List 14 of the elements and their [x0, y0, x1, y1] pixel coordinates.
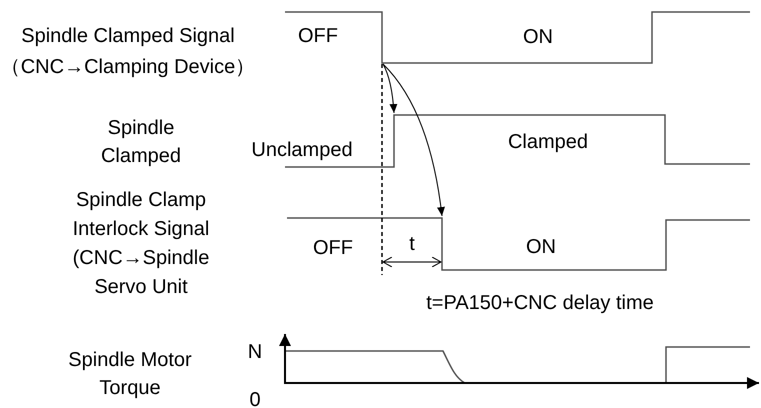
state-label: Clamped	[506, 130, 590, 155]
signal-name: Spindle Motor Torque	[67, 348, 193, 401]
state-label: Unclamped	[250, 138, 354, 163]
state-label: ON	[522, 25, 554, 50]
axis-label: N	[246, 340, 264, 365]
state-label: ON	[525, 235, 557, 260]
signal-name: Spindle Clamp Interlock Signal (CNC→Spindle Servo Unit	[72, 188, 210, 300]
dimension-label: t	[408, 232, 416, 257]
state-label: OFF	[297, 24, 339, 49]
signal-name: Spindle Clamped	[100, 116, 182, 169]
state-label: OFF	[312, 236, 354, 261]
formula-note: t=PA150+CNC delay time	[425, 291, 655, 316]
axis-label: 0	[248, 388, 262, 408]
signal-name: Spindle Clamped Signal （CNC→Clamping Device）	[0, 24, 256, 80]
